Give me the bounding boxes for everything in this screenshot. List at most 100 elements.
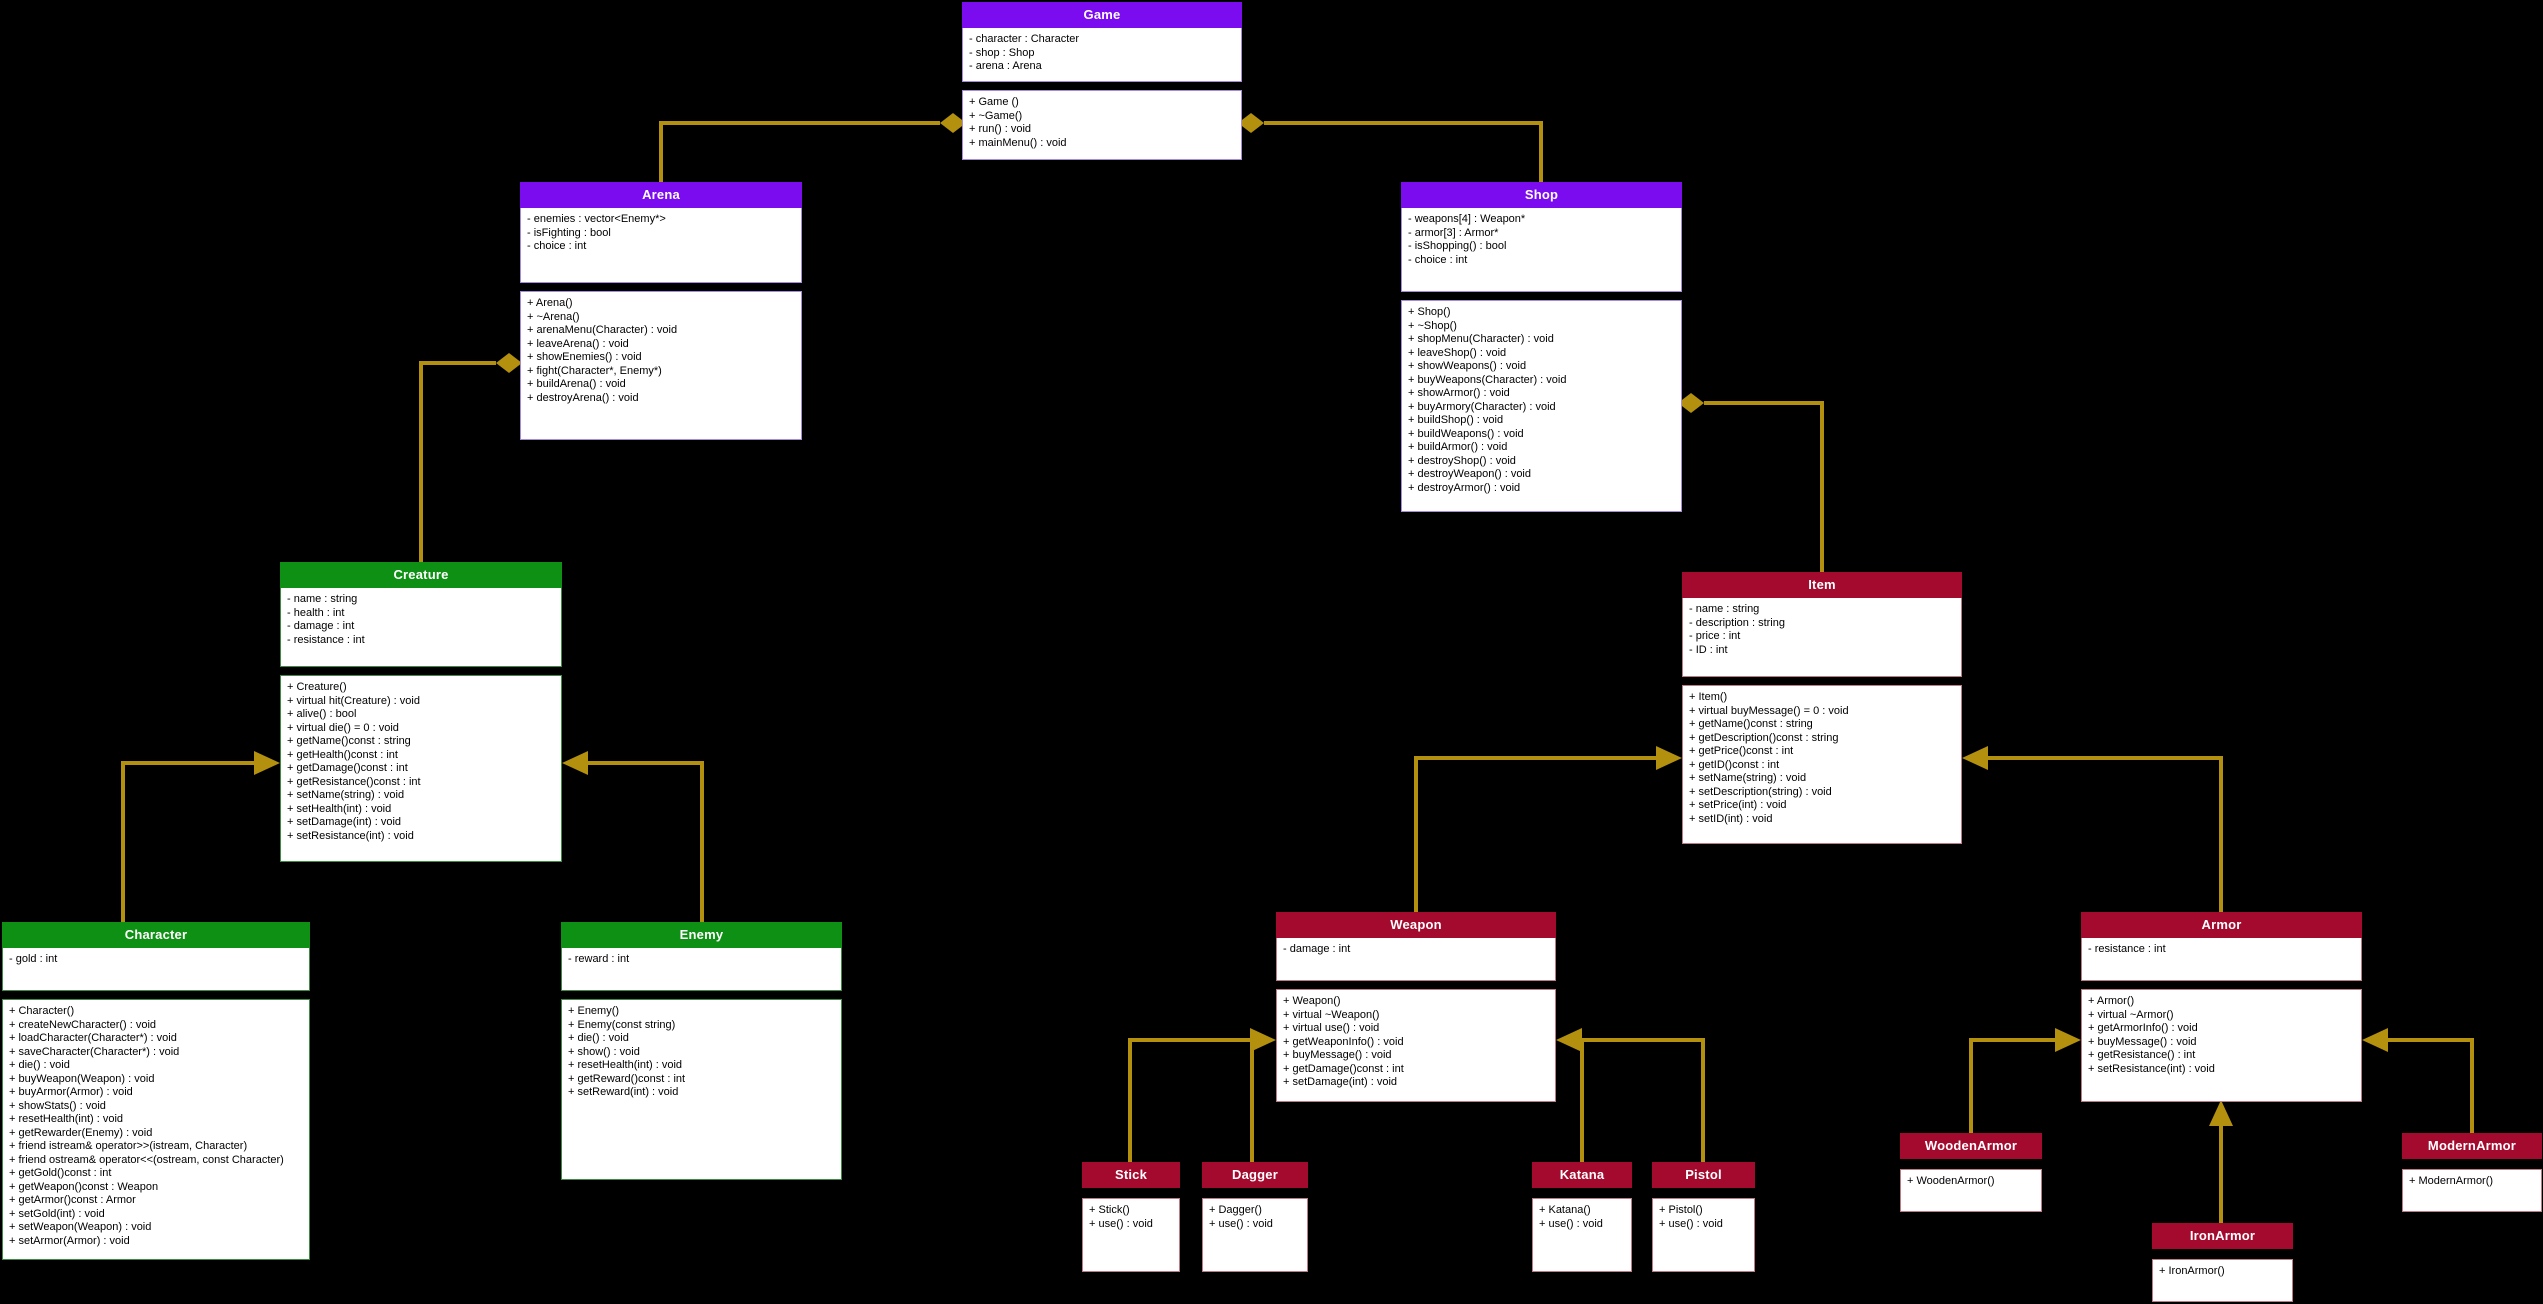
edge-weapon-item-line: [1414, 756, 1658, 912]
member-line: - resistance : int: [287, 633, 365, 646]
edge-stick-weapon-line: [1128, 1038, 1252, 1162]
class-modern-armor-methods: + ModernArmor(): [2402, 1169, 2542, 1212]
member-line: + virtual die() = 0 : void: [287, 721, 399, 734]
member-line: + Enemy(const string): [568, 1018, 676, 1031]
edge-arena-creature-line: [419, 361, 496, 562]
member-line: + show() : void: [568, 1045, 640, 1058]
class-arena[interactable]: Arena - enemies : vector<Enemy*>- isFigh…: [520, 182, 802, 440]
member-line: + buyMessage() : void: [2088, 1035, 2197, 1048]
class-dagger[interactable]: Dagger + Dagger()+ use() : void: [1202, 1162, 1308, 1272]
member-line: + buildArmor() : void: [1408, 441, 1508, 453]
member-line: - ID : int: [1689, 643, 1728, 656]
member-line: + setResistance(int) : void: [2088, 1062, 2215, 1075]
class-item-methods: + Item()+ virtual buyMessage() = 0 : voi…: [1682, 685, 1962, 844]
member-line: + getID()const : int: [1689, 758, 1780, 771]
class-character[interactable]: Character - gold : int + Character()+ cr…: [2, 922, 310, 1260]
class-stick[interactable]: Stick + Stick()+ use() : void: [1082, 1162, 1180, 1272]
member-line: + Enemy(): [568, 1005, 620, 1017]
class-item[interactable]: Item - name : string- description : stri…: [1682, 572, 1962, 844]
member-line: + Pistol(): [1659, 1204, 1703, 1216]
class-item-attributes: - name : string- description : string- p…: [1682, 598, 1962, 677]
class-shop-attributes: - weapons[4] : Weapon*- armor[3] : Armor…: [1401, 208, 1682, 292]
class-shop-methods: + Shop()+ ~Shop()+ shopMenu(Character) :…: [1401, 300, 1682, 512]
member-line: + ~Arena(): [527, 310, 580, 323]
class-stick-title: Stick: [1082, 1162, 1180, 1188]
class-modern-armor[interactable]: ModernArmor + ModernArmor(): [2402, 1133, 2542, 1212]
class-arena-attributes: - enemies : vector<Enemy*>- isFighting :…: [520, 208, 802, 283]
member-line: + use() : void: [1659, 1217, 1723, 1230]
class-arena-title: Arena: [520, 182, 802, 208]
member-line: + setName(string) : void: [287, 789, 405, 801]
member-line: + getGold()const : int: [9, 1167, 112, 1179]
edge-enemy-creature-line: [586, 761, 704, 922]
member-line: + virtual hit(Creature) : void: [287, 694, 420, 707]
class-enemy-methods: + Enemy()+ Enemy(const string)+ die() : …: [561, 999, 842, 1180]
class-weapon[interactable]: Weapon - damage : int + Weapon()+ virtua…: [1276, 912, 1556, 1102]
class-game-methods: + Game ()+ ~Game()+ run() : void+ mainMe…: [962, 90, 1242, 160]
member-line: + arenaMenu(Character) : void: [527, 324, 678, 336]
member-line: + friend ostream& operator<<(ostream, co…: [9, 1153, 284, 1166]
class-enemy[interactable]: Enemy - reward : int + Enemy()+ Enemy(co…: [561, 922, 842, 1180]
member-line: + Creature(): [287, 681, 347, 693]
member-line: + setPrice(int) : void: [1689, 799, 1787, 811]
member-line: + die() : void: [9, 1059, 70, 1071]
class-pistol[interactable]: Pistol + Pistol()+ use() : void: [1652, 1162, 1755, 1272]
member-line: + buyArmor(Armor) : void: [9, 1086, 133, 1098]
class-armor[interactable]: Armor - resistance : int + Armor()+ virt…: [2081, 912, 2362, 1102]
member-line: + Katana(): [1539, 1204, 1591, 1216]
class-armor-title: Armor: [2081, 912, 2362, 938]
member-line: + setHealth(int) : void: [287, 802, 392, 815]
member-line: + setArmor(Armor) : void: [9, 1234, 130, 1247]
member-line: + getArmor()const : Armor: [9, 1194, 136, 1206]
member-line: - name : string: [1689, 603, 1760, 615]
class-pistol-methods: + Pistol()+ use() : void: [1652, 1198, 1755, 1272]
member-line: + Game (): [969, 96, 1019, 108]
member-line: + fight(Character*, Enemy*): [527, 364, 662, 377]
member-line: + setResistance(int) : void: [287, 829, 414, 842]
member-line: + die() : void: [568, 1032, 629, 1044]
class-shop[interactable]: Shop - weapons[4] : Weapon*- armor[3] : …: [1401, 182, 1682, 512]
class-dagger-title: Dagger: [1202, 1162, 1308, 1188]
class-creature[interactable]: Creature - name : string- health : int- …: [280, 562, 562, 862]
class-katana[interactable]: Katana + Katana()+ use() : void: [1532, 1162, 1632, 1272]
member-line: + setDamage(int) : void: [287, 816, 402, 828]
class-item-title: Item: [1682, 572, 1962, 598]
class-stick-methods: + Stick()+ use() : void: [1082, 1198, 1180, 1272]
member-line: + use() : void: [1209, 1217, 1273, 1230]
member-line: - character : Character: [969, 33, 1080, 45]
member-line: - choice : int: [527, 240, 587, 252]
class-enemy-attributes: - reward : int: [561, 948, 842, 991]
member-line: + showWeapons() : void: [1408, 360, 1527, 372]
member-line: + setDescription(string) : void: [1689, 785, 1832, 798]
member-line: + Arena(): [527, 297, 573, 309]
member-line: + buyWeapons(Character) : void: [1408, 373, 1567, 386]
class-armor-attributes: - resistance : int: [2081, 938, 2362, 981]
member-line: + showArmor() : void: [1408, 387, 1510, 399]
aggregation-diamond-game-right: [1238, 113, 1264, 133]
member-line: + virtual ~Weapon(): [1283, 1008, 1380, 1021]
member-line: - resistance : int: [2088, 943, 2166, 955]
member-line: + Item(): [1689, 691, 1728, 703]
edge-game-arena-line: [659, 121, 940, 182]
class-iron-armor[interactable]: IronArmor + IronArmor(): [2152, 1223, 2293, 1302]
member-line: + showEnemies() : void: [527, 351, 642, 363]
member-line: + getName()const : string: [1689, 718, 1813, 730]
class-pistol-title: Pistol: [1652, 1162, 1755, 1188]
class-wooden-armor[interactable]: WoodenArmor + WoodenArmor(): [1900, 1133, 2042, 1212]
inheritance-arrow-armor-left: [2055, 1028, 2081, 1052]
member-line: + leaveShop() : void: [1408, 346, 1507, 359]
member-line: + buyMessage() : void: [1283, 1049, 1392, 1061]
member-line: + alive() : bool: [287, 708, 357, 720]
class-armor-methods: + Armor()+ virtual ~Armor()+ getArmorInf…: [2081, 989, 2362, 1102]
member-line: - weapons[4] : Weapon*: [1408, 213, 1526, 225]
member-line: + resetHealth(int) : void: [9, 1113, 124, 1125]
class-weapon-title: Weapon: [1276, 912, 1556, 938]
inheritance-arrow-item-right: [1962, 746, 1988, 770]
class-katana-title: Katana: [1532, 1162, 1632, 1188]
edge-modernarmor-armor-line: [2386, 1038, 2474, 1133]
class-game[interactable]: Game - character : Character- shop : Sho…: [962, 2, 1242, 160]
member-line: + ~Shop(): [1408, 319, 1457, 332]
member-line: - shop : Shop: [969, 46, 1035, 59]
member-line: + friend istream& operator>>(istream, Ch…: [9, 1140, 248, 1152]
